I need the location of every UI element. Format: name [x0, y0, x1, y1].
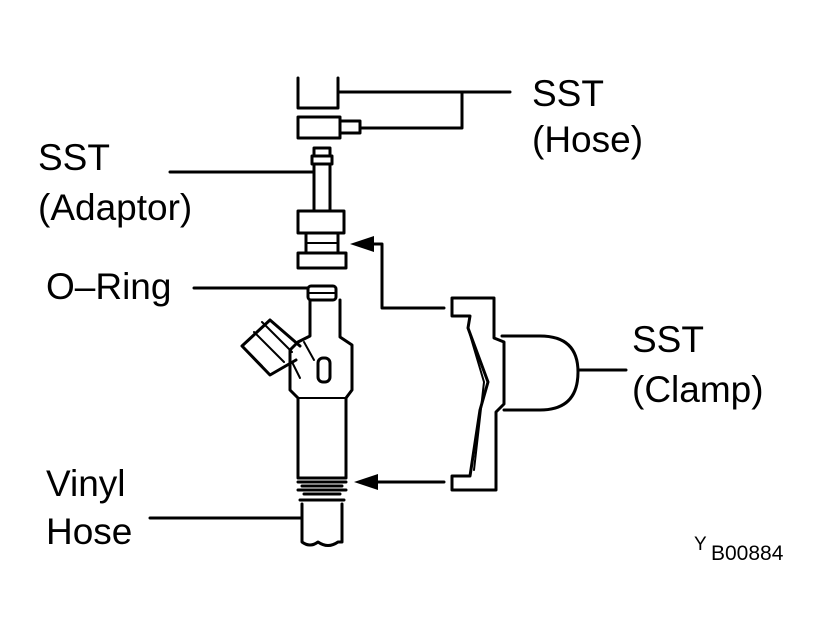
injector-window — [316, 356, 332, 384]
arrow-to-injector-head — [354, 474, 378, 490]
label-o-ring: O–Ring — [46, 266, 172, 307]
injector-bottom-rings — [296, 480, 348, 502]
label-sst-hose-1: SST — [532, 73, 604, 114]
sst-clamp-loop — [500, 334, 580, 412]
vinyl-hose — [300, 502, 344, 547]
label-sst-adaptor-1: SST — [38, 137, 110, 178]
figure-code-prefix: Y — [694, 534, 707, 555]
label-sst-adaptor-2: (Adaptor) — [38, 187, 193, 228]
label-vinyl-hose-1: Vinyl — [46, 463, 126, 504]
sst-hose-connector — [296, 115, 342, 140]
sst-hose-connector-tab — [338, 119, 362, 135]
label-sst-hose-2: (Hose) — [532, 119, 644, 160]
injector-connector — [240, 318, 302, 377]
sst-adaptor-body — [296, 209, 346, 235]
sst-hose-upper — [296, 76, 340, 110]
label-vinyl-hose-2: Hose — [46, 511, 133, 552]
injector-body — [288, 298, 354, 480]
sst-clamp-body — [450, 296, 506, 492]
sst-adaptor-nipple — [310, 146, 334, 213]
arrow-to-adaptor — [370, 242, 446, 310]
label-sst-clamp-1: SST — [632, 319, 704, 360]
label-sst-clamp-2: (Clamp) — [632, 369, 764, 410]
figure-code-number: B00884 — [711, 542, 784, 565]
sst-adaptor-ring — [296, 251, 348, 270]
sst-hose-leader — [336, 90, 512, 130]
arrow-to-adaptor-head — [350, 236, 374, 252]
